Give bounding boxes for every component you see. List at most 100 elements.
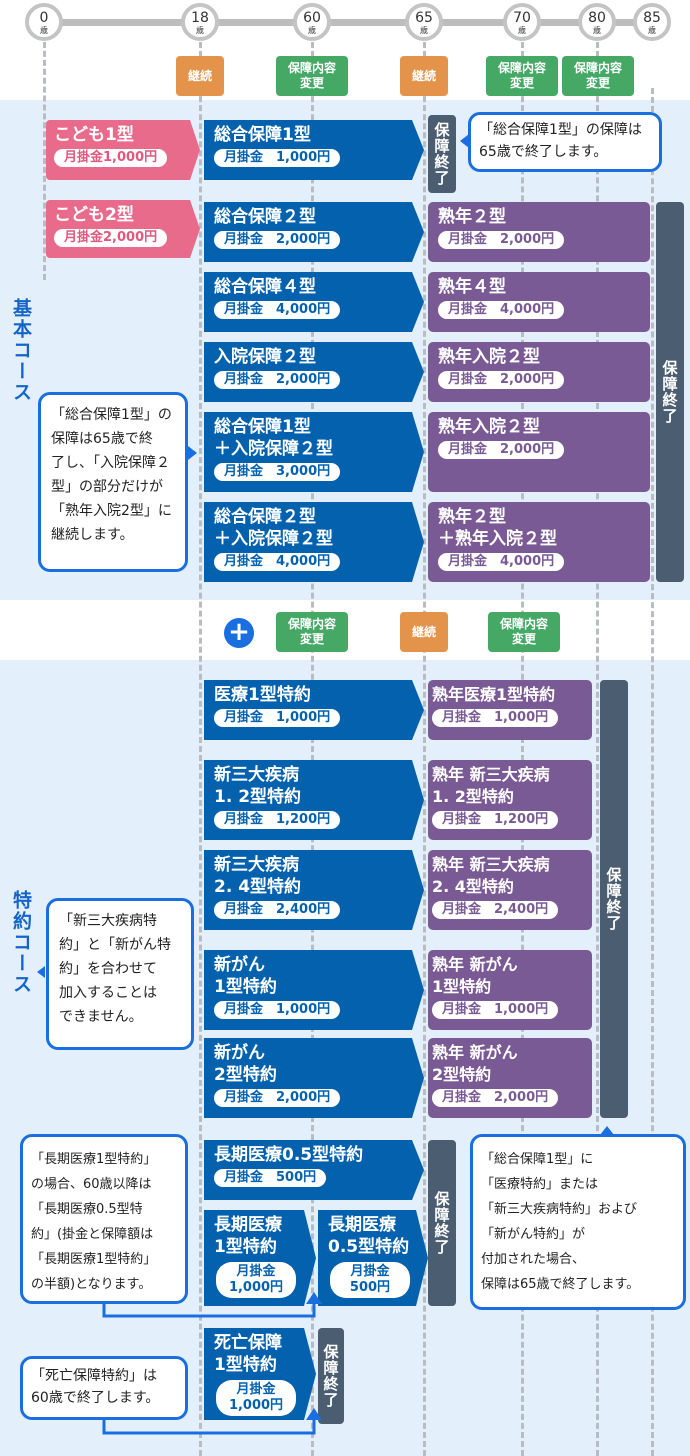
plan-box-q4: 熟年 新がん 1型特約月掛金 1,000円	[428, 950, 592, 1030]
plan-title: 熟年２型 ＋熟年入院２型	[438, 507, 557, 549]
milestone-change: 保障内容 変更	[486, 56, 558, 96]
plan-box-p6: 熟年２型 ＋熟年入院２型月掛金 4,000円	[428, 502, 650, 582]
plan-premium: 月掛金 4,000円	[214, 301, 340, 319]
plan-box-s2: 総合保障２型月掛金 2,000円	[204, 202, 424, 262]
note-callout: 「総合保障1型」の保障は 65歳で終了します。	[468, 112, 662, 172]
age-guide-line	[596, 42, 599, 1456]
plan-box-q1: 熟年医療1型特約月掛金 1,000円	[428, 680, 592, 740]
plan-premium: 月掛金 4,000円	[438, 301, 565, 319]
plan-premium: 月掛金 2,000円	[214, 371, 340, 389]
plan-box-l1: 長期医療0.5型特約月掛金 500円	[204, 1140, 424, 1200]
basic-course-label: 基本コース	[10, 298, 32, 403]
plan-premium: 月掛金 2,400円	[432, 901, 559, 919]
coverage-end-tag: 保障終了	[656, 202, 684, 582]
pointer-left-icon	[37, 966, 45, 978]
age-unit: 歳	[420, 26, 428, 35]
plan-premium: 月掛金 2,000円	[214, 1089, 340, 1107]
connector-death	[102, 1418, 316, 1435]
pointer-up-icon	[600, 1126, 614, 1135]
plan-premium: 月掛金 4,000円	[438, 553, 565, 571]
plan-title: 熟年 新がん 1型特約	[432, 955, 518, 996]
plan-box-l2: 長期医療 1型特約月掛金 1,000円	[204, 1210, 316, 1306]
plan-title: 総合保障1型	[214, 125, 311, 145]
plan-box-q5: 熟年 新がん 2型特約月掛金 2,000円	[428, 1038, 592, 1118]
plan-premium: 月掛金2,000円	[54, 229, 167, 247]
arrow-up-icon	[306, 1292, 322, 1304]
milestone-change: 保障内容 変更	[276, 612, 348, 652]
plan-title: 総合保障４型	[214, 277, 316, 297]
age-guide-line	[199, 42, 202, 1456]
coverage-end-tag: 保障終了	[428, 115, 456, 193]
plan-title: 新がん 1型特約	[214, 955, 277, 997]
note-callout: 「総合保障1型」に 「医療特約」または 「新三大疾病特約」および 「新がん特約」…	[470, 1134, 686, 1310]
plan-title: 総合保障２型	[214, 207, 316, 227]
plan-box-kid2: こども2型月掛金2,000円	[46, 200, 200, 258]
plan-box-s1: 総合保障1型月掛金 1,000円	[204, 120, 424, 180]
rider-course-label: 特約コース	[10, 890, 32, 995]
plan-title: 新三大疾病 1. 2型特約	[214, 765, 302, 807]
pointer-left-icon	[460, 134, 469, 148]
plan-box-r1: 医療1型特約月掛金 1,000円	[204, 680, 424, 740]
age-unit: 歳	[648, 26, 656, 35]
milestone-continue: 継続	[400, 56, 448, 96]
plan-premium: 月掛金 1,200円	[214, 811, 340, 829]
plan-box-r4: 新がん 1型特約月掛金 1,000円	[204, 950, 424, 1030]
note-callout: 「新三大疾病特 約」と「新がん特 約」を合わせて 加入することは できません。	[46, 898, 194, 1050]
plan-title: 熟年 新三大疾病 2. 4型特約	[432, 855, 550, 896]
note-callout: 「総合保障1型」の 保障は65歳で終 了し、「入院保障２ 型」の部分だけが 「熟…	[38, 392, 188, 572]
plan-box-p4: 熟年入院２型月掛金 2,000円	[428, 342, 650, 402]
plan-premium: 月掛金 1,200円	[432, 811, 559, 829]
milestone-change: 保障内容 変更	[562, 56, 634, 96]
plan-box-p2: 熟年２型月掛金 2,000円	[428, 202, 650, 262]
plan-premium: 月掛金 1,000円	[214, 1001, 340, 1019]
plan-box-l3: 長期医療 0.5型特約月掛金 500円	[318, 1210, 428, 1306]
coverage-end-tag: 保障終了	[318, 1328, 344, 1424]
plan-premium: 月掛金 2,000円	[214, 231, 340, 249]
plan-box-s5: 総合保障1型 ＋入院保障２型月掛金 3,000円	[204, 412, 424, 492]
plan-premium: 月掛金 3,000円	[214, 463, 340, 481]
note-callout: 「死亡保障特約」は 60歳で終了します。	[20, 1356, 188, 1420]
plan-title: こども1型	[54, 125, 134, 145]
plan-premium: 月掛金 500円	[214, 1169, 326, 1187]
plan-title: 熟年４型	[438, 277, 506, 297]
plan-box-d1: 死亡保障 1型特約月掛金 1,000円	[204, 1328, 316, 1420]
age-unit: 歳	[196, 26, 204, 35]
age-number: 60	[303, 10, 321, 26]
plan-title: 新がん 2型特約	[214, 1043, 277, 1085]
plan-premium: 月掛金1,000円	[54, 149, 167, 167]
plan-title: 熟年入院２型	[438, 347, 540, 367]
age-guide-line	[651, 88, 654, 1456]
age-guide-line	[423, 42, 426, 1456]
age-guide-line	[43, 42, 46, 280]
age-number: 65	[415, 10, 433, 26]
age-unit: 歳	[40, 26, 48, 35]
plan-box-p3: 熟年４型月掛金 4,000円	[428, 272, 650, 332]
plan-box-s6: 総合保障２型 ＋入院保障２型月掛金 4,000円	[204, 502, 424, 582]
connector-long-term	[102, 1300, 316, 1318]
plan-premium: 月掛金 1,000円	[432, 709, 559, 727]
plan-premium: 月掛金 2,000円	[438, 231, 565, 249]
plan-title: 長期医療 1型特約	[214, 1215, 282, 1257]
age-number: 85	[643, 10, 661, 26]
plan-premium: 月掛金 4,000円	[214, 553, 340, 571]
plan-title: 熟年 新三大疾病 1. 2型特約	[432, 765, 550, 806]
plan-premium: 月掛金 1,000円	[216, 1262, 296, 1298]
plan-box-r3: 新三大疾病 2. 4型特約月掛金 2,400円	[204, 850, 424, 930]
plan-premium: 月掛金 1,000円	[214, 709, 340, 727]
plan-title: 総合保障２型 ＋入院保障２型	[214, 507, 333, 549]
coverage-end-tag: 保障終了	[428, 1140, 456, 1306]
milestone-change: 保障内容 変更	[276, 56, 348, 96]
plan-premium: 月掛金 2,400円	[214, 901, 340, 919]
plan-title: 熟年入院２型	[438, 417, 540, 437]
milestone-change: 保障内容 変更	[488, 612, 560, 652]
plan-title: 長期医療 0.5型特約	[328, 1215, 410, 1257]
coverage-end-tag: 保障終了	[600, 680, 628, 1118]
age-guide-line	[521, 42, 524, 1456]
plan-title: 入院保障２型	[214, 347, 316, 367]
age-number: 80	[588, 10, 606, 26]
